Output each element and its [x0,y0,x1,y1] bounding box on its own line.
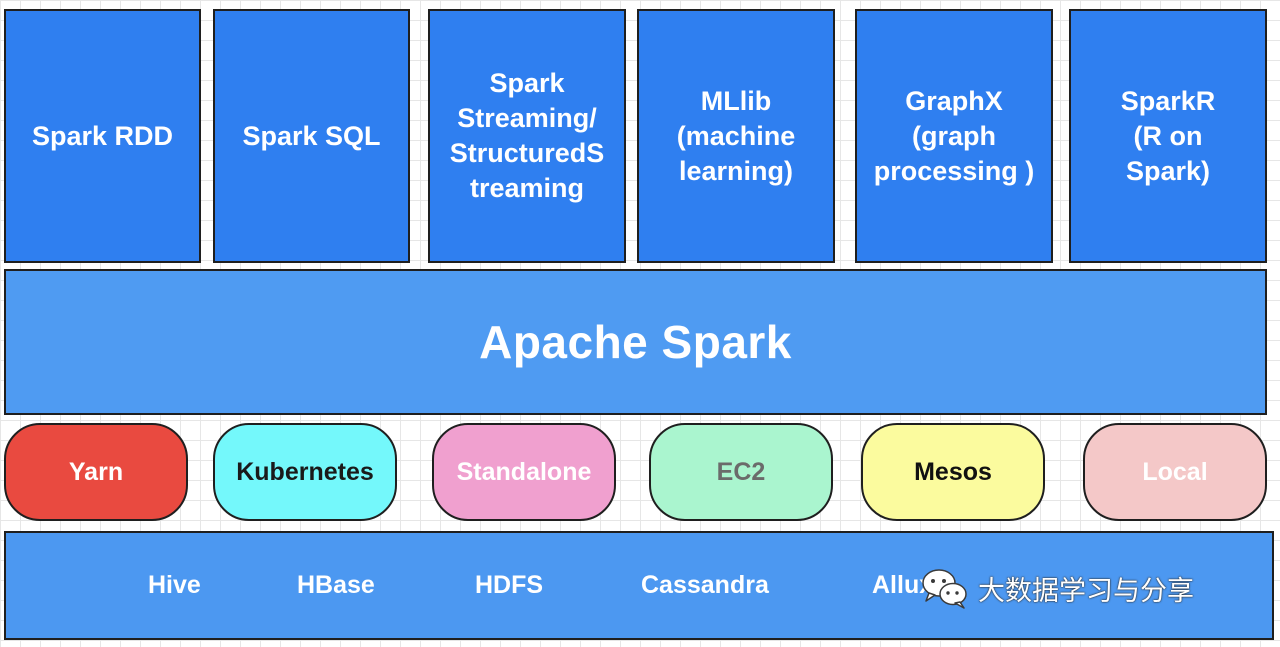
library-label-line: SparkR [1120,85,1216,116]
library-graphx: GraphX (graph processing ) [855,9,1053,263]
library-label-line: MLlib [700,85,772,116]
wechat-icon [922,569,967,609]
watermark: 大数据学习与分享 [920,565,1194,611]
storage-layer [4,531,1274,640]
resource-manager-ec2: EC2 [649,423,833,521]
library-label-line: GraphX [905,85,1003,116]
library-spark-streaming: Spark Streaming/ StructuredS treaming [428,9,626,263]
storage-item-hive: Hive [148,571,201,599]
resource-manager-label: Mesos [914,457,992,486]
library-sparkr: SparkR (R on Spark) [1069,9,1267,263]
watermark-text: 大数据学习与分享 [978,575,1194,607]
library-label-line: Spark RDD [31,120,174,151]
storage-item-cassandra: Cassandra [641,571,769,599]
resource-manager-label: EC2 [716,457,766,486]
library-label-line: Spark) [1125,155,1211,186]
library-label-line: (machine [676,120,796,151]
library-label-line: Streaming/ [457,103,597,133]
storage-item-hbase: HBase [297,571,375,599]
storage-item-hdfs: HDFS [475,571,544,599]
core-label: Apache Spark [479,316,792,368]
resource-manager-label: Local [1142,457,1208,486]
resource-manager-mesos: Mesos [861,423,1045,521]
apache-spark-core: Apache Spark [4,269,1267,415]
library-label-line: treaming [469,173,585,203]
library-spark-sql: Spark SQL [213,9,410,263]
library-label-line: processing ) [873,155,1035,186]
library-label-line: (R on [1133,120,1203,151]
resource-manager-label: Yarn [68,457,124,486]
resource-manager-label: Kubernetes [236,457,374,486]
library-spark-rdd: Spark RDD [4,9,201,263]
resource-manager-yarn: Yarn [4,423,188,521]
library-label-line: Spark SQL [242,120,381,151]
library-mllib: MLlib (machine learning) [637,9,835,263]
library-label-line: Spark [489,68,565,98]
library-label-line: learning) [678,155,793,186]
library-label-line: StructuredS [449,138,605,168]
resource-manager-label: Standalone [456,457,592,486]
resource-manager-standalone: Standalone [432,423,616,521]
resource-manager-kubernetes: Kubernetes [213,423,397,521]
resource-manager-local: Local [1083,423,1267,521]
library-label-line: (graph [911,120,996,151]
